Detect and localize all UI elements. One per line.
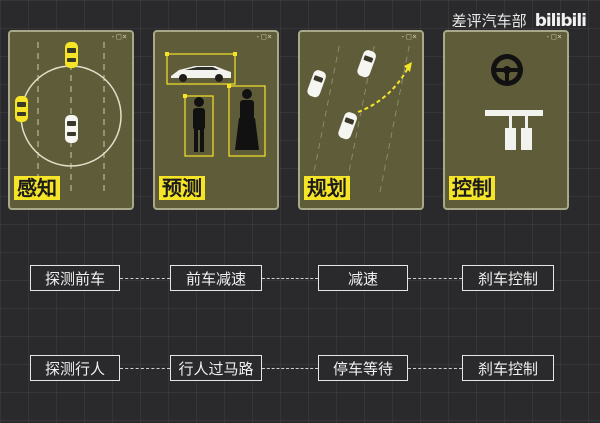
bilibili-logo-icon: bilibili [534,10,587,31]
pedestrian-icon [193,97,205,152]
card-perception: -□× 感知 [8,30,134,210]
connector-line [262,368,318,369]
flow-step: 探测行人 [30,355,120,381]
connector-line [262,278,318,279]
pedal-bar [485,110,543,116]
car-icon [357,50,376,78]
card-planning: -□× 规划 [298,30,424,210]
detection-box [166,53,236,85]
card-prediction: -□× 预测 [153,30,279,210]
flow-step: 前车减速 [170,265,262,291]
flow-step: 减速 [318,265,408,291]
steering-wheel-icon [491,54,523,86]
connector-line [408,278,462,279]
connector-line [408,368,462,369]
ego-car-icon [65,115,78,143]
card-titlebar: -□× [300,32,422,42]
card-control: -□× 控制 [443,30,569,210]
arrow-head-icon [404,62,412,72]
pedals-icon [505,116,532,150]
car-icon [15,96,28,122]
car-icon [307,70,326,98]
flow-step: 刹车控制 [462,265,554,291]
card-titlebar: -□× [155,32,277,42]
card-titlebar: -□× [10,32,132,42]
ego-car-icon [338,112,357,140]
flow-step: 探测前车 [30,265,120,291]
window-controls-icon: -□× [400,32,418,41]
card-label: 感知 [14,176,60,200]
detection-box [184,95,214,157]
flow-step: 刹车控制 [462,355,554,381]
flow-step: 停车等待 [318,355,408,381]
control-illustration [485,54,543,150]
connector-line [120,368,170,369]
sedan-icon [171,66,231,82]
prediction-illustration [165,52,266,157]
pedestrian-icon [235,89,259,150]
detection-box [228,85,266,157]
window-controls-icon: -□× [545,32,563,41]
card-label: 规划 [304,176,350,200]
watermark: 差评汽车部 bilibili [451,10,587,31]
watermark-text: 差评汽车部 [451,12,527,30]
card-label: 预测 [159,176,205,200]
card-label: 控制 [449,176,495,200]
window-controls-icon: -□× [255,32,273,41]
car-icon [65,42,78,68]
card-titlebar: -□× [445,32,567,42]
window-controls-icon: -□× [110,32,128,41]
perception-illustration [15,42,122,192]
connector-line [120,278,170,279]
planning-illustration [307,42,412,192]
flow-step: 行人过马路 [170,355,262,381]
